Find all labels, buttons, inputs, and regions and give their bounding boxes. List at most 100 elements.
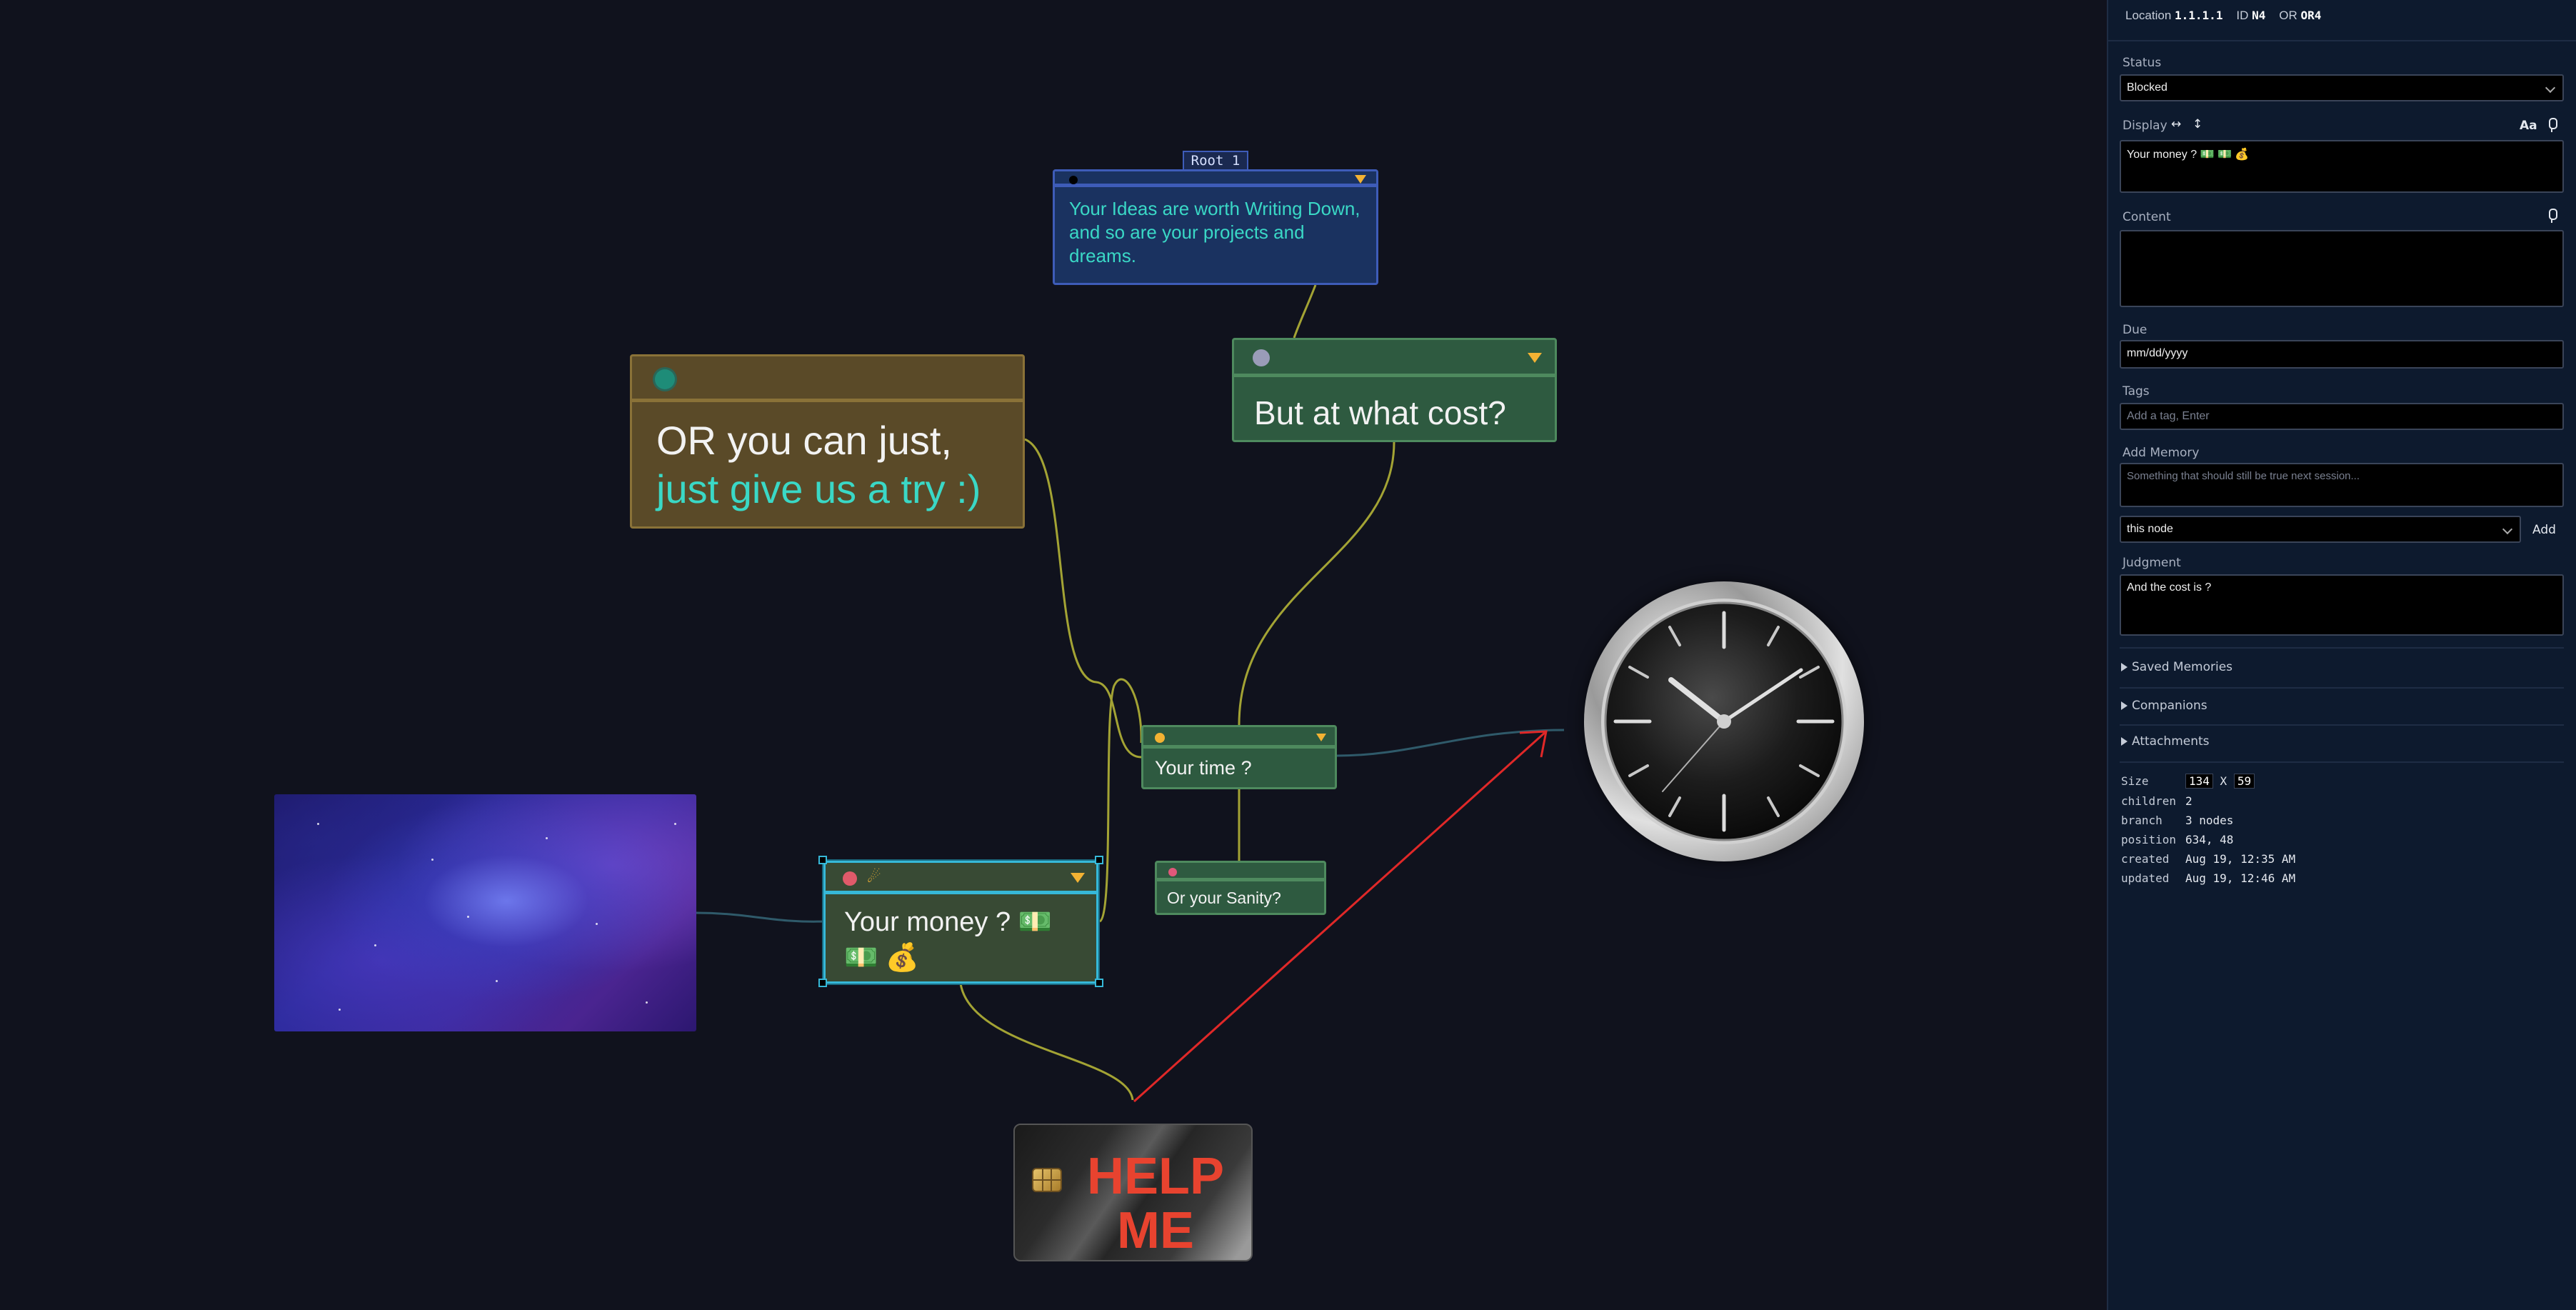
section-companions[interactable]: Companions (2121, 699, 2207, 713)
node-or-you-can[interactable]: OR you can just, just give us a try :) (630, 354, 1025, 529)
display-textarea[interactable]: Your money ? 💵 💵 💰 (2120, 140, 2564, 193)
card-chip-icon (1032, 1168, 1062, 1192)
caret-right-icon (2121, 701, 2128, 710)
horizontal-resize-icon[interactable]: ↔ (2171, 117, 2182, 131)
section-label: Attachments (2132, 734, 2210, 749)
location-value: 1.1.1.1 (2175, 9, 2223, 22)
node-header[interactable]: ☄ (826, 863, 1096, 894)
collapse-triangle-icon[interactable] (1355, 175, 1366, 184)
memory-scope-value: this node (2127, 523, 2173, 535)
add-memory-button[interactable]: Add (2532, 523, 2556, 537)
node-text-line1: OR you can just, (656, 418, 952, 463)
judgment-label: Judgment (2123, 556, 2181, 570)
card-text: HELP ME (1086, 1148, 1225, 1259)
stat-created-value: Aug 19, 12:35 AM (2185, 852, 2296, 866)
node-header[interactable] (1055, 171, 1376, 187)
tags-input[interactable]: Add a tag, Enter (2120, 403, 2564, 430)
edge-root-cost (1293, 284, 1317, 339)
collapse-triangle-icon[interactable] (1528, 353, 1542, 363)
microphone-icon[interactable] (2547, 209, 2557, 223)
stat-branch-label: branch (2121, 814, 2162, 827)
chevron-down-icon (2502, 524, 2513, 535)
edge-money-card (959, 983, 1134, 1101)
mindmap-canvas[interactable]: Root 1 Your Ideas are worth Writing Down… (0, 0, 2107, 1310)
edge-or-time (1024, 438, 1142, 759)
node-header[interactable] (1157, 863, 1324, 881)
resize-handle-ne[interactable] (1095, 856, 1103, 864)
or-label: OR (2279, 9, 2297, 22)
root-tag: Root 1 (1183, 151, 1248, 171)
divider (2120, 647, 2564, 649)
collapse-triangle-icon[interactable] (1071, 873, 1085, 883)
node-header[interactable] (1143, 727, 1335, 749)
content-label: Content (2123, 210, 2171, 224)
stat-children-value: 2 (2185, 794, 2192, 808)
node-root[interactable]: Your Ideas are worth Writing Down, and s… (1053, 169, 1378, 285)
edge-money-time (1098, 678, 1143, 923)
status-dot-icon[interactable] (1069, 176, 1078, 184)
stat-updated-value: Aug 19, 12:46 AM (2185, 871, 2296, 885)
stat-updated-label: updated (2121, 871, 2170, 885)
judgment-textarea[interactable]: And the cost is ? (2120, 574, 2564, 636)
section-saved-memories[interactable]: Saved Memories (2121, 660, 2232, 674)
caret-right-icon (2121, 737, 2128, 746)
status-dot-icon[interactable] (1168, 868, 1177, 876)
due-date-input[interactable]: mm/dd/yyyy (2120, 340, 2564, 369)
resize-handle-sw[interactable] (818, 979, 827, 987)
node-text-line2: just give us a try :) (656, 466, 981, 511)
image-node-clock[interactable] (1584, 581, 1864, 861)
content-textarea[interactable] (2120, 230, 2564, 307)
node-your-money-selected[interactable]: ☄ Your money ? 💵 💵 💰 (823, 861, 1098, 984)
stat-children: children 2 (2121, 794, 2192, 808)
status-label: Status (2123, 56, 2162, 70)
memory-textarea[interactable]: Something that should still be true next… (2120, 463, 2564, 507)
node-header[interactable] (1234, 340, 1555, 377)
node-but-at-what-cost[interactable]: But at what cost? (1232, 338, 1557, 442)
size-width-input[interactable]: 134 (2185, 774, 2213, 789)
status-dot-icon[interactable] (1253, 349, 1270, 366)
microphone-icon[interactable] (2547, 118, 2557, 132)
edges-layer (696, 284, 1565, 1103)
stat-created-label: created (2121, 852, 2170, 866)
node-text: Your time ? (1155, 757, 1252, 779)
or-value: OR4 (2300, 9, 2322, 22)
node-or-your-sanity[interactable]: Or your Sanity? (1155, 861, 1326, 915)
status-dot-icon[interactable] (843, 871, 857, 886)
stat-children-label: children (2121, 794, 2177, 808)
clock-icon (1601, 599, 1847, 844)
node-text: Or your Sanity? (1167, 889, 1281, 907)
section-label: Companions (2132, 699, 2207, 713)
arrowhead-icon (1519, 730, 1548, 758)
font-size-icon[interactable]: Aa (2520, 119, 2537, 133)
divider (2120, 724, 2564, 726)
node-text: Your Ideas are worth Writing Down, and s… (1069, 198, 1360, 266)
resize-handle-nw[interactable] (818, 856, 827, 864)
memory-scope-select[interactable]: this node (2120, 516, 2521, 543)
divider (2120, 761, 2564, 763)
properties-sidebar: Location 1.1.1.1 ID N4 OR OR4 (2107, 0, 2576, 1310)
edge-cost-time (1238, 441, 1395, 726)
link-image-money (696, 911, 824, 923)
status-dot-icon[interactable] (655, 369, 675, 389)
section-attachments[interactable]: Attachments (2121, 734, 2210, 749)
caret-right-icon (2121, 663, 2128, 671)
image-node-credit-card[interactable]: HELP ME (1013, 1124, 1253, 1261)
node-text: Your money ? 💵 💵 💰 (844, 907, 1052, 973)
resize-handle-se[interactable] (1095, 979, 1103, 987)
status-dot-icon[interactable] (1155, 733, 1165, 743)
image-node-nebula[interactable] (274, 794, 696, 1031)
collapse-triangle-icon[interactable] (1316, 734, 1326, 741)
due-label: Due (2123, 323, 2147, 337)
add-memory-label: Add Memory (2123, 446, 2200, 460)
vertical-resize-icon[interactable]: ↕ (2192, 117, 2203, 131)
display-label: Display (2123, 119, 2167, 133)
size-height-input[interactable]: 59 (2233, 774, 2255, 789)
size-x-separator: X (2220, 774, 2227, 788)
status-select[interactable]: Blocked (2120, 74, 2564, 101)
arrow-card-clock (1133, 730, 1548, 1103)
chevron-down-icon (2545, 82, 2556, 94)
node-header[interactable] (632, 356, 1023, 402)
node-your-time[interactable]: Your time ? (1141, 725, 1337, 789)
